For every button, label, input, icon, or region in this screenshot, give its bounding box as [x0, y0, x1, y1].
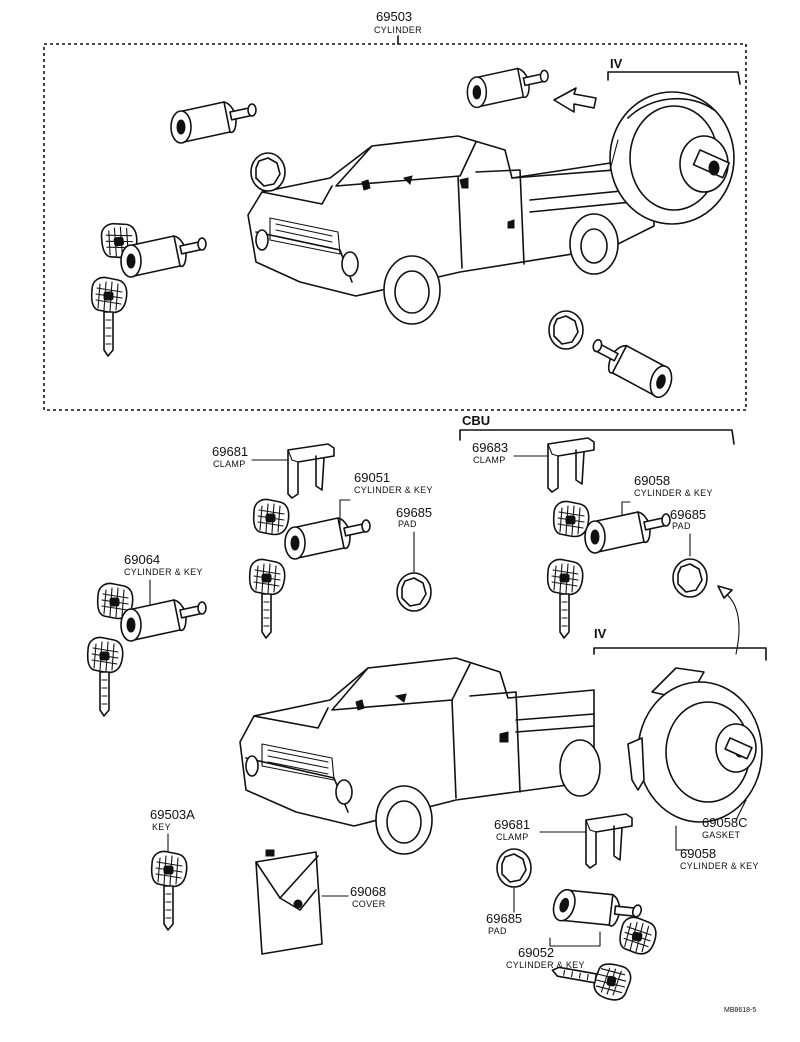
- key-cover-69068: [255, 849, 323, 955]
- part-69064-number: 69064: [124, 552, 160, 567]
- part-69683-name: CLAMP: [473, 455, 506, 465]
- part-69068-name: COVER: [352, 899, 386, 909]
- part-69503A-name: KEY: [152, 822, 171, 832]
- key-69058-2: [548, 560, 583, 639]
- part-69503-number: 69503: [376, 9, 412, 24]
- part-69685-name-lower: PAD: [488, 926, 507, 936]
- key-69051-2: [250, 560, 285, 639]
- part-69058C-number: 69058C: [702, 815, 748, 830]
- part-69681-name-upper: CLAMP: [213, 459, 246, 469]
- figure-code: MB8618-5: [724, 1007, 756, 1014]
- key-69058-1: [552, 500, 590, 538]
- part-69052-name: CYLINDER & KEY: [506, 960, 585, 970]
- cylinder-top-center: [466, 67, 549, 109]
- part-69685-name-upper-right: PAD: [672, 521, 691, 531]
- truck-illustration-top: [247, 135, 655, 325]
- cylinder-69051: [284, 517, 371, 560]
- ignition-switch-top: [609, 91, 735, 225]
- cylinder-69058-upper: [584, 511, 671, 554]
- cylinder-69064: [120, 599, 207, 642]
- clamp-upper-left: [287, 443, 335, 499]
- ignition-switch-bottom: [627, 667, 763, 823]
- part-69685-number-upper-left: 69685: [396, 505, 432, 520]
- key-69064-2: [88, 638, 123, 717]
- pad-69685-upper-right: [672, 558, 708, 598]
- clamp-lower: [585, 813, 633, 869]
- arrow-curve-icon: [723, 591, 740, 655]
- group-iv-top-label: IV: [610, 56, 623, 71]
- key-69503A: [152, 852, 187, 931]
- truck-illustration-bottom: [239, 657, 601, 855]
- pad-69685-lower: [496, 848, 532, 888]
- part-69685-number-lower: 69685: [486, 911, 522, 926]
- part-69058-number-upper: 69058: [634, 473, 670, 488]
- part-69058C-name: GASKET: [702, 830, 741, 840]
- part-69058-number-lower: 69058: [680, 846, 716, 861]
- part-69051-number: 69051: [354, 470, 390, 485]
- part-69064-name: CYLINDER & KEY: [124, 567, 203, 577]
- cylinder-top-right: [583, 336, 679, 401]
- pad-top-left: [250, 152, 286, 192]
- part-69058-name-lower: CYLINDER & KEY: [680, 861, 759, 871]
- part-69051-name: CYLINDER & KEY: [354, 485, 433, 495]
- clamp-69683: [547, 437, 595, 493]
- part-69058-name-upper: CYLINDER & KEY: [634, 488, 713, 498]
- cylinder-top-left: [170, 101, 257, 144]
- part-69681-name-lower: CLAMP: [496, 832, 529, 842]
- part-69685-number-upper-right: 69685: [670, 507, 706, 522]
- group-cbu-label: CBU: [462, 413, 490, 428]
- key-69051-1: [252, 498, 290, 536]
- part-69052-number: 69052: [518, 945, 554, 960]
- pad-top-right: [548, 310, 584, 350]
- part-69681-number-upper: 69681: [212, 444, 248, 459]
- arrow-icon: [553, 87, 597, 113]
- part-69503A-number: 69503A: [150, 807, 195, 822]
- part-69503-name: CYLINDER: [374, 25, 422, 35]
- part-69683-number: 69683: [472, 440, 508, 455]
- part-69681-number-lower: 69681: [494, 817, 530, 832]
- pad-69685-upper-left: [396, 572, 432, 612]
- part-69685-name-upper-left: PAD: [398, 519, 417, 529]
- group-69503-box: [43, 43, 747, 411]
- key-top-left-2: [92, 278, 127, 357]
- key-69052-1: [616, 914, 660, 957]
- part-69068-number: 69068: [350, 884, 386, 899]
- group-iv-bottom-label: IV: [594, 626, 607, 641]
